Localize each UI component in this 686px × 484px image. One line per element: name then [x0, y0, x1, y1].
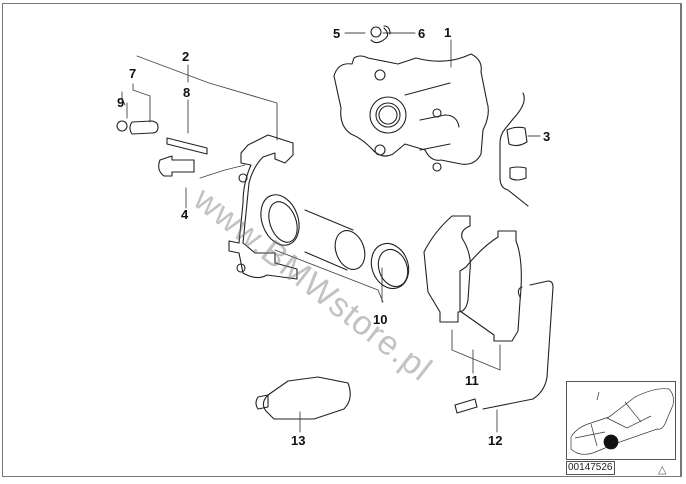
callout-4[interactable]: 4: [181, 207, 189, 222]
car-locator-inset: [566, 381, 676, 460]
callout-12[interactable]: 12: [488, 433, 503, 448]
anti-rattle-spring-part: [499, 92, 529, 207]
leader-lines: [121, 32, 541, 433]
wear-sensor-part: [454, 280, 554, 414]
callout-7[interactable]: 7: [129, 66, 137, 81]
callout-8[interactable]: 8: [183, 85, 191, 100]
caliper-bracket-part: [228, 134, 298, 280]
car-location-icon: [570, 388, 674, 455]
diagram-frame: [2, 3, 682, 477]
callout-5[interactable]: 5: [333, 26, 341, 41]
brake-pads-part: [423, 215, 523, 342]
callout-13[interactable]: 13: [291, 433, 306, 448]
callout-3[interactable]: 3: [543, 129, 551, 144]
callout-6[interactable]: 6: [418, 26, 426, 41]
callout-1[interactable]: 1: [444, 25, 452, 40]
location-marker: [603, 434, 619, 450]
warning-triangle-icon: △: [658, 464, 667, 476]
bleeder-screw-part: [370, 25, 391, 44]
grease-tube-part: [255, 376, 351, 420]
piston-kit-part: [260, 194, 410, 290]
callout-10[interactable]: 10: [373, 312, 388, 327]
callout-11[interactable]: 11: [465, 373, 479, 388]
callout-9[interactable]: 9: [117, 95, 125, 110]
guide-parts: [116, 120, 208, 177]
callout-2[interactable]: 2: [182, 49, 190, 64]
caliper-housing-part: [333, 53, 489, 172]
reference-number: 00147526: [566, 461, 615, 475]
